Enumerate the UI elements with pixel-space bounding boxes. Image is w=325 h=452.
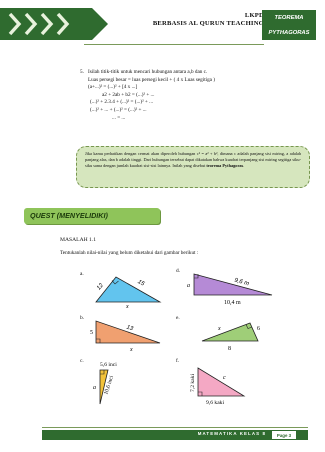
item-line-1: Isilah titik-titik untuk mencari hubunga… [88,69,208,75]
topic-badge: TEOREMA PYTHAGORAS [262,10,316,40]
triangle-e-side2: 6 [257,326,260,332]
triangle-b-shape [95,320,161,344]
triangle-figure-b: 5 13 x [90,320,161,353]
figure-a-letter: a. [80,271,84,277]
figure-b-letter: b. [80,315,85,321]
quest-label: QUEST (MENYELIDIKI) [30,211,108,220]
header-chevron-band [0,8,108,40]
triangle-d-side1: a [187,283,190,289]
triangle-f-shape [197,367,246,397]
figure-f-letter: f. [176,358,180,364]
item-line-3: (a+...)² = (...)² + [4 x ...] [88,84,138,91]
triangle-figure-a: 12 15 x [95,276,162,308]
footer-subject: MATEMATIKA KELAS 8 [197,431,266,436]
triangle-c-side2: 10,6 inci [103,375,115,396]
problem-title: MASALAH 1.1 [60,237,97,243]
footer-divider [42,427,308,428]
triangle-a-shape [95,276,162,303]
triangle-figure-c: 5,6 inci 10,6 inci a [93,362,117,405]
triangle-d-side2: 9,6 m [234,278,250,288]
triangle-c-side1: 5,6 inci [100,362,117,368]
exercise-item-5: 5. Isilah titik-titik untuk mencari hubun… [80,69,260,122]
triangle-a-side2: 15 [136,279,145,288]
triangle-e-shape [201,322,259,342]
triangle-b-side2: 13 [125,325,134,333]
triangle-c-side3: a [93,385,96,391]
figure-e-letter: e. [176,315,180,321]
pythagoras-note-box: Jika kamu perhatikan dengan cermat akan … [76,146,310,188]
triangle-b-side3: x [129,347,133,353]
header-title: LKPD BERBASIS AL QURUN TEACHING [152,12,264,27]
figure-d-letter: d. [176,268,181,274]
figure-c-letter: c. [80,358,84,364]
problem-instruction: Tentukanlah nilai-nilai yang belum diket… [60,250,199,256]
triangle-f-side3: 9,6 kaki [206,400,224,406]
triangle-figure-d: a 9,6 m 10,4 m [187,273,273,306]
triangle-f-side1: 7,2 kaki [190,374,196,392]
header-divider [84,44,264,45]
triangle-d-shape [193,273,273,296]
triangle-a-side3: x [125,304,129,308]
triangle-e-side3: 8 [228,346,231,352]
item-line-7: ... = ... [112,114,126,121]
triangle-e-side1: x [217,326,221,332]
triangle-figure-e: x 6 8 [201,322,260,352]
page-number: Page 3 [272,431,296,439]
item-number: 5. [80,69,84,75]
triangle-d-side3: 10,4 m [224,300,241,306]
quest-banner [24,208,160,224]
triangle-b-side1: 5 [90,330,93,336]
item-line-5: (...)² + 2.3.4 + (...)² = (...)² + ... [90,99,154,106]
item-line-4: a2 + 2ab + b2 = (...)² + ... [102,91,155,98]
triangle-a-side1: 12 [96,282,105,291]
item-line-2: Luas persegi besar = luas persegi kecil … [88,76,215,83]
triangle-f-side2: c [223,375,226,381]
footer-band [42,430,308,440]
item-line-6: (...)² + ... + (...)² = (...)² + ... [90,106,147,113]
triangle-figure-f: 7,2 kaki c 9,6 kaki [190,367,246,406]
